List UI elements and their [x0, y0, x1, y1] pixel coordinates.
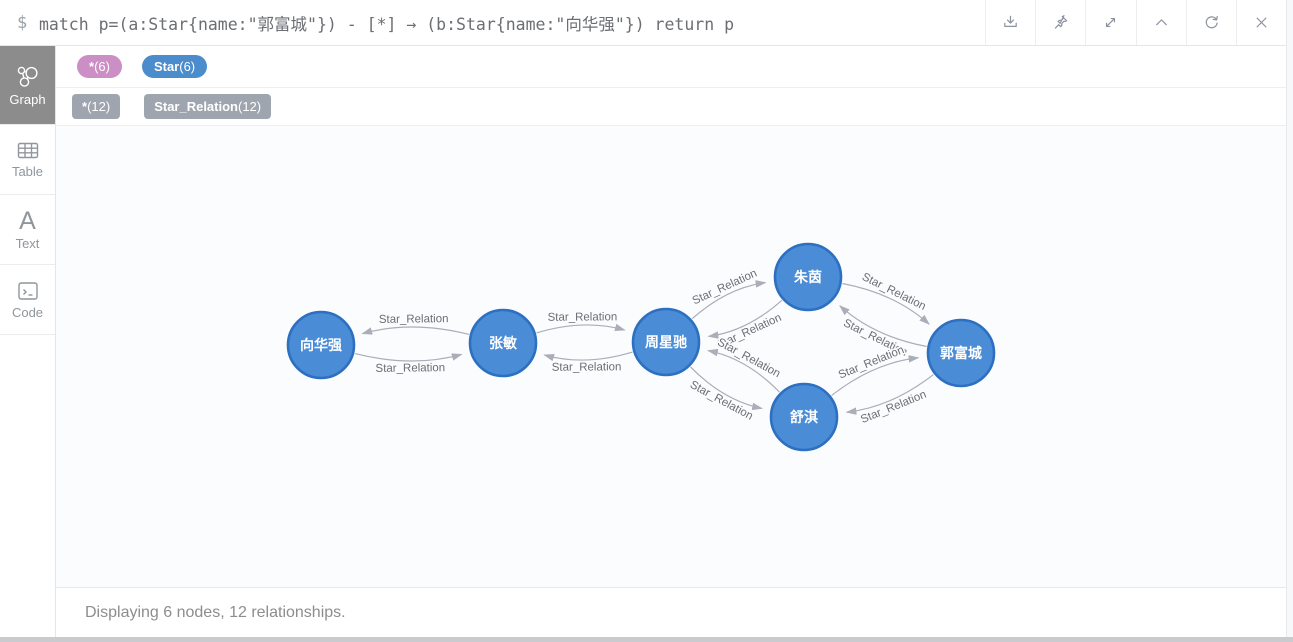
graph-edge[interactable] [707, 299, 783, 339]
close-button[interactable] [1235, 0, 1286, 45]
graph-edge[interactable] [536, 323, 626, 334]
graph-node-label: 张敏 [489, 335, 518, 351]
graph-edge-label[interactable]: Star_Relation [546, 310, 619, 325]
graph-edge[interactable] [839, 305, 927, 348]
rel-filter-star-relation-chip[interactable]: Star_Relation(12) [144, 94, 272, 119]
graph-icon [17, 66, 38, 87]
table-icon [17, 142, 38, 158]
graph-node-label: 舒淇 [790, 409, 818, 425]
collapse-button[interactable] [1135, 0, 1186, 45]
tab-code-label: Code [11, 304, 44, 320]
query-bar: $ match p=(a:Star{name:"郭富城"}) - [*] → (… [0, 0, 1293, 46]
tab-text[interactable]: A Text [0, 195, 55, 265]
graph-node-label: 周星驰 [645, 334, 687, 350]
close-icon [1256, 17, 1267, 28]
graph-edge-label[interactable]: Star_Relation [689, 266, 760, 309]
graph-node-label: 郭富城 [940, 345, 982, 361]
status-bar: Displaying 6 nodes, 12 relationships. [56, 587, 1286, 637]
tab-code[interactable]: Code [0, 265, 55, 335]
frame-toolbar [985, 0, 1286, 45]
download-button[interactable] [985, 0, 1035, 45]
view-mode-sidebar: Graph Table A Text Code [0, 46, 56, 637]
graph-edge-label[interactable]: Star_Relation [714, 335, 784, 382]
graph-edge-label[interactable]: Star_Relation [686, 377, 756, 424]
graph-edge-label[interactable]: Star_Relation [835, 343, 907, 383]
graph-node-circle[interactable] [769, 382, 839, 452]
graph-edge-label[interactable]: Star_Relation [550, 360, 623, 375]
node-filter-all-chip[interactable]: *(6) [77, 55, 122, 78]
rerun-button[interactable] [1185, 0, 1236, 45]
graph-node-circle[interactable] [926, 318, 996, 388]
graph-edge[interactable] [831, 355, 920, 396]
graph-node[interactable]: 朱茵 [773, 242, 843, 312]
graph-edge[interactable] [691, 280, 767, 320]
right-edge-strip [1286, 0, 1293, 637]
graph-edge[interactable] [690, 366, 763, 411]
tab-graph[interactable]: Graph [0, 46, 55, 125]
node-legend-row: *(6) Star(6) [56, 46, 1286, 88]
graph-node-circle[interactable] [286, 310, 356, 380]
graph-edge-label[interactable]: Star_Relation [377, 312, 450, 328]
prompt-symbol: $ [17, 12, 28, 33]
text-icon: A [19, 206, 36, 235]
graph-edge-label[interactable]: Star_Relation [858, 270, 929, 315]
result-content: *(6) Star(6) *(12) Star_Relation(12) Sta… [56, 46, 1286, 637]
graph-node[interactable]: 向华强 [286, 310, 356, 380]
node-filter-star-chip[interactable]: Star(6) [141, 55, 208, 78]
graph-edge[interactable] [845, 374, 934, 415]
tab-table-label: Table [11, 163, 44, 179]
graph-edge[interactable] [361, 326, 470, 336]
graph-node[interactable]: 郭富城 [926, 318, 996, 388]
bottom-edge-strip [0, 637, 1293, 642]
graph-edge[interactable] [842, 282, 930, 325]
graph-node-circle[interactable] [773, 242, 843, 312]
cypher-query-input[interactable]: match p=(a:Star{name:"郭富城"}) - [*] → (b:… [39, 14, 735, 34]
status-text: Displaying 6 nodes, 12 relationships. [85, 603, 346, 621]
fullscreen-button[interactable] [1085, 0, 1135, 45]
tab-text-label: Text [15, 235, 40, 251]
graph-node[interactable]: 舒淇 [769, 382, 839, 452]
graph-node-circle[interactable] [631, 307, 701, 377]
graph-node[interactable]: 张敏 [468, 308, 538, 378]
relationship-legend-row: *(12) Star_Relation(12) [56, 88, 1286, 126]
graph-edge[interactable] [543, 351, 633, 362]
fullscreen-icon [1106, 17, 1116, 28]
chevron-up-icon [1155, 19, 1167, 26]
graph-node[interactable]: 周星驰 [631, 307, 701, 377]
refresh-icon [1205, 15, 1218, 29]
graph-node-label: 朱茵 [794, 269, 822, 285]
pin-icon [1055, 14, 1068, 29]
graph-node-label: 向华强 [300, 337, 342, 353]
code-icon [17, 281, 38, 300]
graph-edge-label[interactable]: Star_Relation [374, 361, 447, 377]
tab-graph-label: Graph [9, 91, 46, 107]
rel-filter-all-chip[interactable]: *(12) [72, 94, 121, 119]
download-icon [1004, 15, 1017, 27]
tab-table[interactable]: Table [0, 125, 55, 195]
graph-edge[interactable] [354, 352, 463, 362]
graph-edge[interactable] [707, 348, 780, 393]
pin-button[interactable] [1035, 0, 1085, 45]
graph-node-circle[interactable] [468, 308, 538, 378]
